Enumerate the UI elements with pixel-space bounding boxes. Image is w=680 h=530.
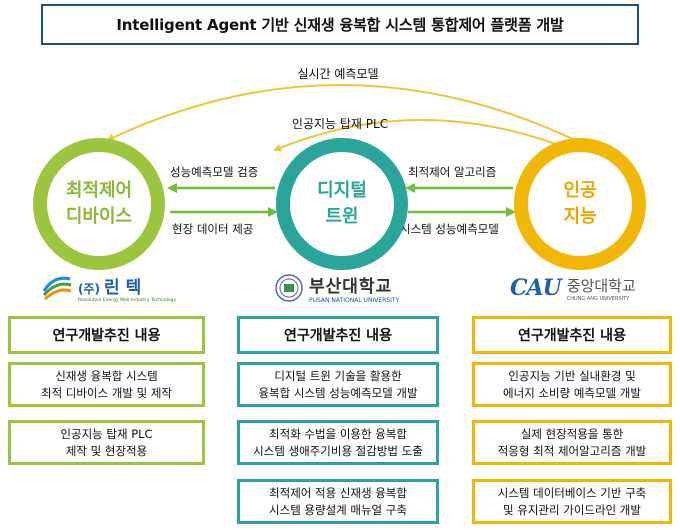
- item-line1: 디지털 트윈 기술을 활용한: [274, 368, 402, 383]
- chungang-english: CHUNG ANG UNIVERSITY: [566, 295, 630, 302]
- list-item: 최적제어 적용 신재생 융복합 시스템 용량설계 매뉴얼 구축: [237, 479, 439, 524]
- item-line1: 최적화 수법을 이용한 융복합: [269, 426, 407, 441]
- list-item: 신재생 융복합 시스템 최적 디바이스 개발 및 제작: [8, 362, 205, 407]
- chungang-university-logo: CAU 중앙대학교 CHUNG ANG UNIVERSITY: [510, 268, 660, 308]
- item-line1: 시스템 데이터베이스 기반 구축: [497, 485, 647, 500]
- left-upper-label: 성능예측모델 검증: [170, 165, 259, 179]
- rintek-emblem-icon: [42, 276, 72, 301]
- right-upper-label: 최적제어 알고리즘: [408, 165, 497, 179]
- node-optimal-control-device: 최적제어 디바이스: [33, 138, 165, 270]
- node-label-line1: 인공: [563, 179, 597, 201]
- item-line2: 제작 및 현장적용: [65, 443, 148, 458]
- item-line2: 최적 디바이스 개발 및 제작: [40, 385, 172, 400]
- pusan-name: 부산대학교: [309, 277, 393, 297]
- item-line2: 시스템 용량설계 매뉴얼 구축: [269, 502, 407, 517]
- item-line2: 시스템 생애주기비용 절감방법 도출: [253, 443, 423, 458]
- cau-mark: CAU: [510, 275, 562, 301]
- pusan-english: PUSAN NATIONAL UNIVERSITY: [309, 297, 400, 304]
- rintek-prefix: (주): [78, 282, 101, 296]
- rintek-tagline: Resolutive Energy Well-Industry Technolo…: [78, 298, 177, 303]
- rintek-logo: (주) 린 텍 Resolutive Energy Well-Industry …: [40, 268, 190, 308]
- section-header: 연구개발추진 내용: [8, 316, 205, 354]
- right-lower-label: 시스템 성능예측모델: [400, 222, 499, 236]
- node-label-line2: 디바이스: [65, 206, 133, 227]
- node-label-line2: 지능: [563, 206, 597, 227]
- item-line1: 실제 현장적용을 통한: [520, 426, 624, 441]
- rintek-name: 린 텍: [104, 278, 142, 298]
- item-line2: 적응형 최적 제어알고리즘 개발: [497, 443, 647, 458]
- middle-arc-arrow: [273, 119, 573, 152]
- item-line1: 인공지능 탑재 PLC: [60, 426, 153, 441]
- item-line1: 인공지능 기반 실내환경 및: [508, 368, 636, 383]
- item-line1: 신재생 융복합 시스템: [55, 368, 158, 383]
- item-line1: 최적제어 적용 신재생 융복합: [269, 485, 407, 500]
- top-arc-label: 실시간 예측모델: [297, 67, 379, 81]
- pusan-seal-icon: [275, 274, 303, 302]
- node-label-line1: 디지털: [317, 179, 367, 201]
- chungang-name: 중앙대학교: [566, 276, 636, 295]
- section-header: 연구개발추진 내용: [237, 316, 439, 354]
- item-line2: 및 유지관리 가이드라인 개발: [503, 502, 641, 517]
- diagram-title: Intelligent Agent 기반 신재생 융복합 시스템 통합제어 플랫…: [41, 4, 639, 45]
- node-label-line2: 트윈: [325, 206, 359, 227]
- node-label-line1: 최적제어: [65, 179, 133, 201]
- node-artificial-intelligence: 인공 지능: [514, 138, 646, 270]
- middle-arc-label: 인공지능 탑재 PLC: [291, 117, 389, 131]
- section-header: 연구개발추진 내용: [472, 316, 672, 354]
- list-item: 디지털 트윈 기술을 활용한 융복합 시스템 성능예측모델 개발: [237, 362, 439, 407]
- left-lower-label: 현장 데이터 제공: [172, 222, 254, 236]
- list-item: 인공지능 기반 실내환경 및 에너지 소비량 예측모델 개발: [472, 362, 672, 407]
- list-item: 최적화 수법을 이용한 융복합 시스템 생애주기비용 절감방법 도출: [237, 420, 439, 465]
- list-item: 실제 현장적용을 통한 적응형 최적 제어알고리즘 개발: [472, 420, 672, 465]
- node-digital-twin: 디지털 트윈: [276, 138, 408, 270]
- top-arc-arrow: [106, 84, 576, 142]
- item-line2: 융복합 시스템 성능예측모델 개발: [258, 385, 418, 400]
- item-line2: 에너지 소비량 예측모델 개발: [503, 385, 641, 400]
- list-item: 시스템 데이터베이스 기반 구축 및 유지관리 가이드라인 개발: [472, 479, 672, 524]
- pusan-university-logo: 부산대학교 PUSAN NATIONAL UNIVERSITY: [274, 270, 424, 306]
- list-item: 인공지능 탑재 PLC 제작 및 현장적용: [8, 420, 205, 465]
